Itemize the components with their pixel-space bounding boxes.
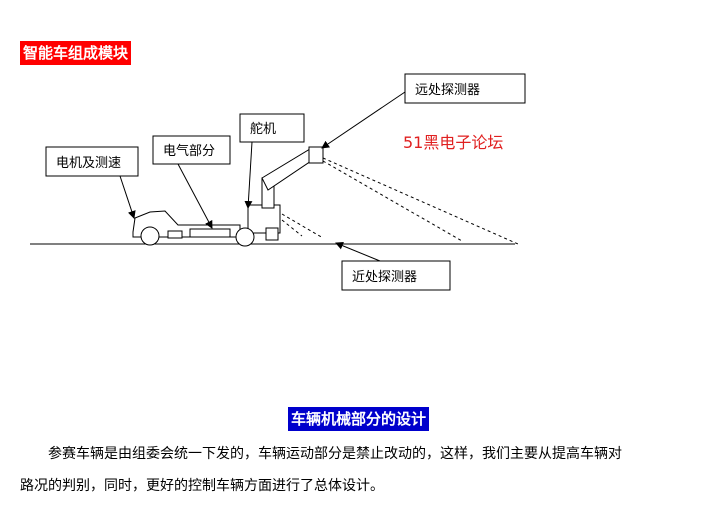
steering-label-box	[239, 113, 305, 143]
body-paragraph-line-2: 路况的判别，同时，更好的控制车辆方面进行了总体设计。	[20, 478, 384, 494]
arrow-motor	[119, 175, 136, 219]
far-detector-label-box	[404, 73, 526, 104]
far-detector-label: 远处探测器	[415, 83, 480, 98]
body-paragraph-line-1: 参赛车辆是由组委会统一下发的，车辆运动部分是禁止改动的，这样，我们主要从提高车辆…	[48, 446, 622, 462]
steering-label: 舵机	[250, 122, 276, 137]
car-diagram: 远处探测器 舵机 电气部分 电机及测速 近处探测器 51黑电子论坛	[30, 73, 526, 291]
electrical-label-box	[152, 135, 231, 165]
detection-beams	[281, 157, 519, 245]
arrow-near-detector	[335, 241, 381, 262]
pointer-arrows	[119, 91, 406, 262]
car-body	[132, 177, 281, 247]
far-detector-box	[308, 146, 324, 164]
watermark: 51黑电子论坛	[403, 133, 503, 152]
near-detector-label: 近处探测器	[352, 270, 417, 285]
module-heading: 智能车组成模块	[20, 41, 132, 65]
near-detector-label-box	[341, 260, 451, 291]
arrow-steering	[244, 141, 253, 209]
arrow-electrical	[177, 163, 213, 229]
arrow-far-detector	[321, 91, 406, 149]
mechanical-heading: 车辆机械部分的设计	[288, 407, 430, 431]
motor-label-box	[45, 146, 139, 177]
detector-mast	[261, 146, 324, 191]
electrical-label: 电气部分	[163, 143, 215, 159]
motor-label: 电机及测速	[56, 156, 121, 171]
